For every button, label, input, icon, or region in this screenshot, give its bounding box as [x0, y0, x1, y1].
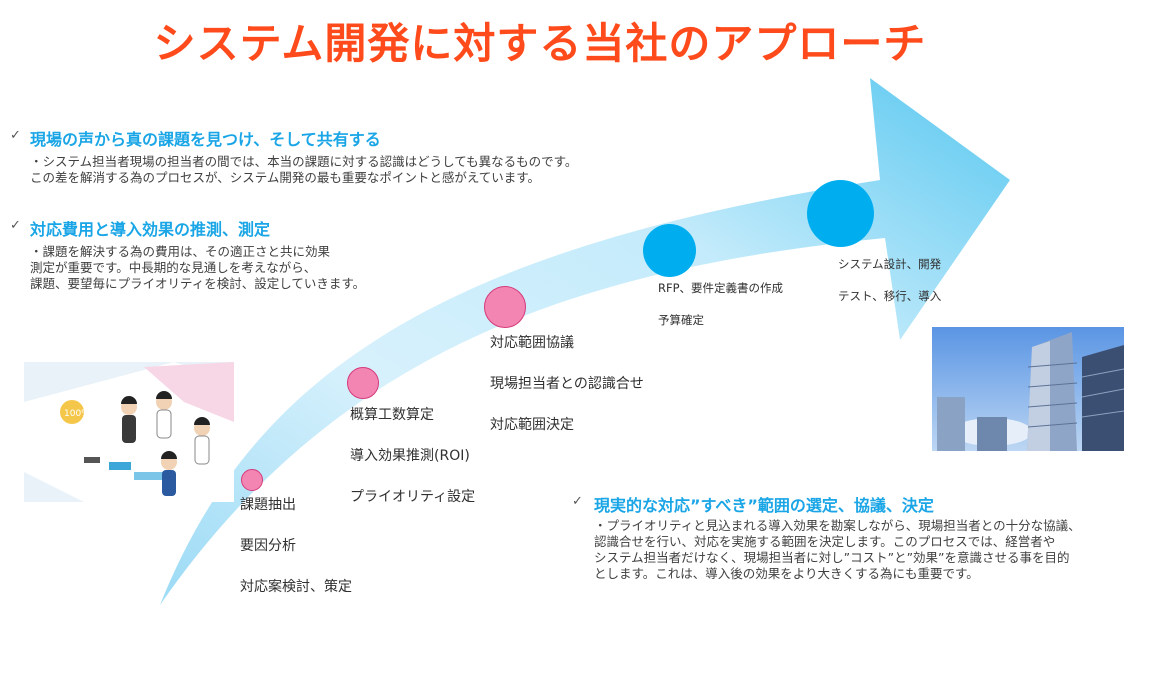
- step-item: プライオリティ設定: [350, 489, 476, 505]
- check-icon: ✓: [572, 494, 583, 509]
- check-icon: ✓: [10, 128, 21, 143]
- section-scope-decision: ✓ 現実的な対応”すべき”範囲の選定、協議、決定 ・プライオリティと見込まれる導…: [572, 492, 1081, 582]
- step-item: 対応範囲協議: [490, 335, 574, 351]
- step-item: 要因分析: [240, 538, 296, 554]
- section-line: 認識合せを行い、対応を実施する範囲を決定します。このプロセスでは、経営者や: [594, 534, 1056, 549]
- section-body: ・プライオリティと見込まれる導入効果を勘案しながら、現場担当者との十分な協議、 …: [594, 518, 1081, 582]
- step-item: RFP、要件定義書の作成: [658, 281, 784, 295]
- step-item: 課題抽出: [240, 497, 296, 513]
- step-item: 概算工数算定: [350, 407, 434, 423]
- badge-text: 100%: [64, 409, 90, 419]
- section-heading: 現場の声から真の課題を見つけ、そして共有する: [30, 130, 381, 149]
- section-line: ・課題を解決する為の費用は、その適正さと共に効果: [30, 244, 331, 259]
- step-2-dot: [347, 367, 379, 399]
- section-line: ・システム担当者現場の担当者の間では、本当の課題に対する認識はどうしても異なるも…: [30, 154, 578, 169]
- step-item: 現場担当者との認識合せ: [490, 376, 644, 392]
- step-1-list: 課題抽出 要因分析 対応案検討、策定: [240, 494, 352, 617]
- section-line: この差を解消する為のプロセスが、システム開発の最も重要なポイントと感がえています…: [30, 170, 541, 185]
- skyscrapers-illustration: [932, 327, 1124, 451]
- step-5-dot: [807, 180, 874, 247]
- team-photo: 100%: [24, 362, 234, 502]
- step-item: 導入効果推測(ROI): [350, 448, 470, 464]
- step-item: システム設計、開発: [838, 257, 942, 271]
- section-line: 課題、要望毎にプライオリティを検討、設定していきます。: [30, 276, 366, 291]
- section-line: システム担当者だけなく、現場担当者に対し”コスト”と”効果”を意識させる事を目的: [594, 550, 1070, 565]
- section-cost-effect: ✓ 対応費用と導入効果の推測、測定 ・課題を解決する為の費用は、その適正さと共に…: [10, 216, 365, 292]
- step-2-list: 概算工数算定 導入効果推測(ROI) プライオリティ設定: [350, 404, 475, 527]
- step-3-dot: [484, 286, 526, 328]
- check-icon: ✓: [10, 218, 21, 233]
- section-line: とします。これは、導入後の効果をより大きくする為にも重要です。: [594, 566, 979, 581]
- section-heading: 現実的な対応”すべき”範囲の選定、協議、決定: [594, 496, 934, 515]
- section-body: ・課題を解決する為の費用は、その適正さと共に効果 測定が重要です。中長期的な見通…: [30, 244, 365, 292]
- step-3-list: 対応範囲協議 現場担当者との認識合せ 対応範囲決定: [490, 332, 644, 455]
- section-find-issues: ✓ 現場の声から真の課題を見つけ、そして共有する ・システム担当者現場の担当者の…: [10, 126, 577, 186]
- team-figures-illustration: 100%: [24, 362, 234, 502]
- step-item: 対応案検討、策定: [240, 579, 352, 595]
- step-4-list: RFP、要件定義書の作成 予算確定: [658, 280, 783, 344]
- section-line: ・プライオリティと見込まれる導入効果を勘案しながら、現場担当者との十分な協議、: [594, 518, 1081, 533]
- section-line: 測定が重要です。中長期的な見通しを考えながら、: [30, 260, 317, 275]
- step-4-dot: [643, 224, 696, 277]
- step-item: 予算確定: [658, 313, 704, 327]
- step-5-list: システム設計、開発 テスト、移行、導入: [838, 256, 941, 320]
- section-heading: 対応費用と導入効果の推測、測定: [30, 220, 271, 239]
- page-title: システム開発に対する当社のアプローチ: [153, 19, 927, 68]
- step-1-dot: [241, 469, 263, 491]
- step-item: 対応範囲決定: [490, 417, 574, 433]
- step-item: テスト、移行、導入: [838, 289, 942, 303]
- buildings-photo: [932, 327, 1124, 451]
- section-body: ・システム担当者現場の担当者の間では、本当の課題に対する認識はどうしても異なるも…: [30, 154, 577, 186]
